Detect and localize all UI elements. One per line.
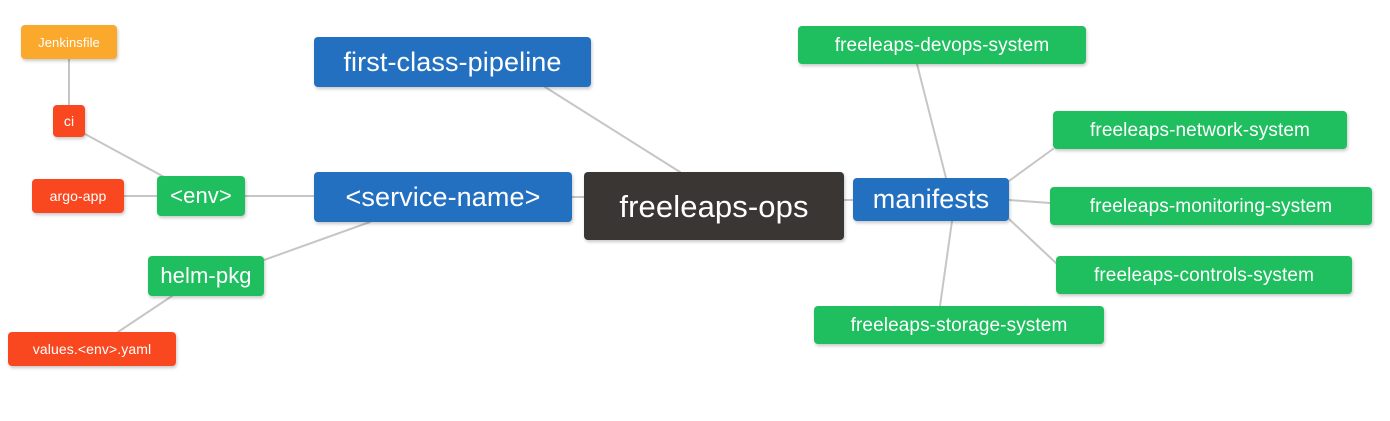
node-label-values-yaml: values.<env>.yaml [32, 341, 152, 357]
node-label-storage: freeleaps-storage-system [850, 314, 1068, 336]
node-label-manifests: manifests [872, 184, 990, 214]
node-label-ci: ci [63, 113, 75, 129]
edge-network-to-manifests [1008, 148, 1054, 182]
node-controls[interactable]: freeleaps-controls-system [1056, 256, 1352, 294]
node-label-monitoring: freeleaps-monitoring-system [1089, 195, 1333, 217]
node-label-freeleaps-ops: freeleaps-ops [619, 188, 809, 224]
edge-controls-to-manifests [1008, 218, 1057, 264]
node-pipeline[interactable]: first-class-pipeline [314, 37, 591, 87]
node-manifests[interactable]: manifests [853, 178, 1009, 221]
node-argo-app[interactable]: argo-app [32, 179, 124, 213]
node-label-pipeline: first-class-pipeline [343, 46, 562, 77]
node-label-network: freeleaps-network-system [1090, 119, 1310, 141]
node-label-helm-pkg: helm-pkg [160, 263, 252, 288]
node-ci[interactable]: ci [53, 105, 85, 137]
edge-values-yaml-to-helm-pkg [117, 295, 173, 333]
node-network[interactable]: freeleaps-network-system [1053, 111, 1347, 149]
node-values-yaml[interactable]: values.<env>.yaml [8, 332, 176, 366]
node-storage[interactable]: freeleaps-storage-system [814, 306, 1104, 344]
edge-ci-to-env [84, 133, 167, 179]
node-label-devops: freeleaps-devops-system [834, 34, 1050, 56]
node-jenkinsfile[interactable]: Jenkinsfile [21, 25, 117, 59]
node-label-controls: freeleaps-controls-system [1093, 264, 1315, 286]
edge-devops-to-manifests [916, 63, 947, 179]
edge-pipeline-to-freeleaps-ops [544, 86, 681, 173]
node-devops[interactable]: freeleaps-devops-system [798, 26, 1086, 64]
node-helm-pkg[interactable]: helm-pkg [148, 256, 264, 296]
node-label-service-name: <service-name> [345, 181, 541, 212]
node-monitoring[interactable]: freeleaps-monitoring-system [1050, 187, 1372, 225]
edge-helm-pkg-to-service-name [263, 221, 371, 261]
node-env[interactable]: <env> [157, 176, 245, 216]
edge-storage-to-manifests [939, 220, 953, 307]
node-label-jenkinsfile: Jenkinsfile [38, 34, 100, 50]
edge-monitoring-to-manifests [1008, 199, 1051, 204]
node-label-argo-app: argo-app [49, 188, 107, 204]
node-label-env: <env> [170, 183, 232, 208]
node-freeleaps-ops[interactable]: freeleaps-ops [584, 172, 844, 240]
node-service-name[interactable]: <service-name> [314, 172, 572, 222]
